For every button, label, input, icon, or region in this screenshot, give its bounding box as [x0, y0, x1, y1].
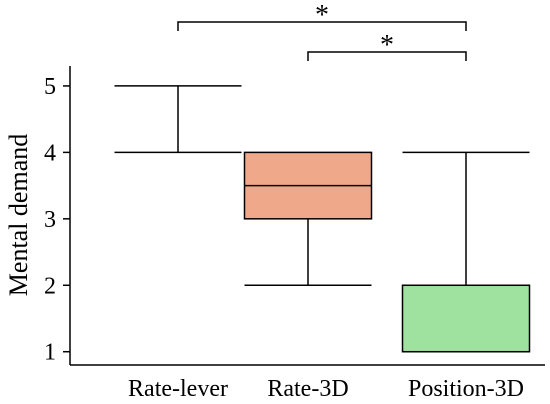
x-category-labels: Rate-lever Rate-3D Position-3D	[128, 376, 524, 402]
significance-brackets: **	[177, 0, 467, 61]
bracket-line	[177, 21, 467, 31]
significance-star: *	[380, 30, 394, 61]
x-category-label: Position-3D	[408, 376, 524, 402]
box-rate-lever	[114, 85, 242, 154]
significance-star: *	[315, 0, 329, 31]
boxes	[114, 85, 531, 353]
box-rate-3d	[243, 151, 373, 287]
y-ticks: 1 2 3 4 5	[44, 74, 70, 366]
bracket-line	[307, 51, 467, 61]
axes	[69, 66, 545, 366]
box-position-3d	[401, 151, 531, 353]
significance-bracket: *	[177, 0, 467, 31]
y-tick-label: 5	[44, 74, 56, 100]
significance-bracket: *	[307, 30, 467, 61]
y-tick-label: 1	[44, 340, 56, 366]
x-category-label: Rate-lever	[128, 376, 228, 402]
y-axis-title: Mental demand	[4, 134, 33, 296]
x-category-label: Rate-3D	[267, 376, 348, 402]
y-tick-label: 2	[44, 273, 56, 299]
iqr-box	[401, 284, 531, 353]
y-tick-label: 3	[44, 207, 56, 233]
y-tick-label: 4	[44, 140, 56, 166]
